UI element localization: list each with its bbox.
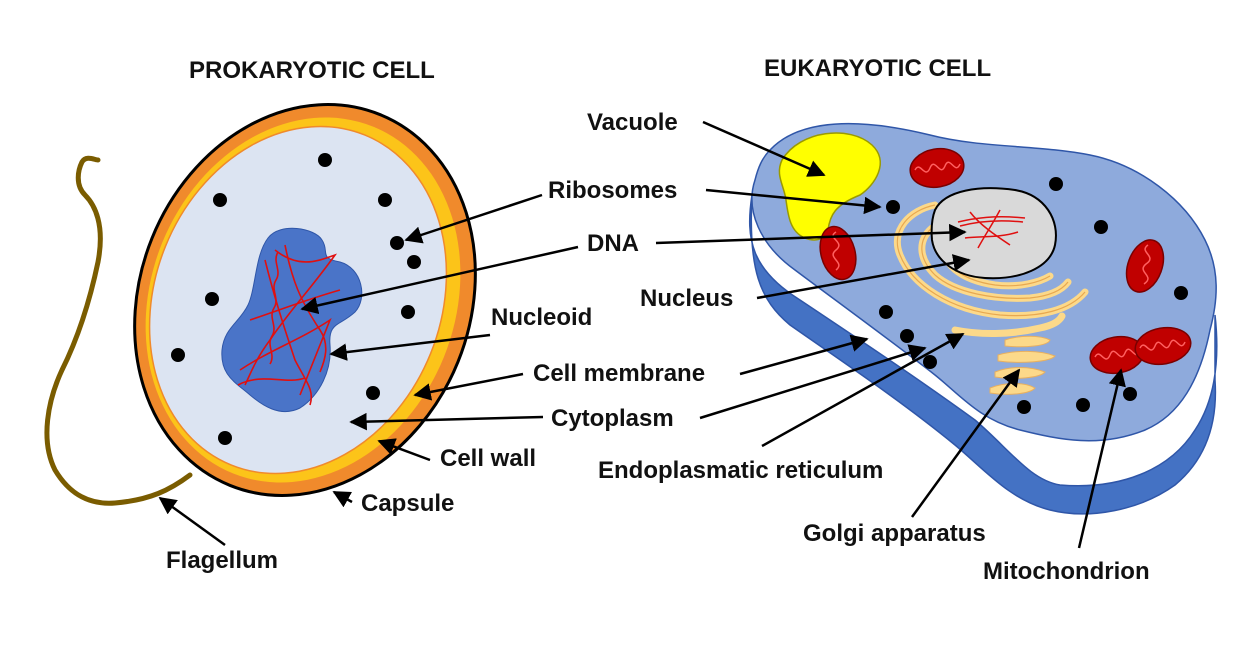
dna-prokaryotic (237, 244, 341, 406)
label-dna: DNA (587, 230, 639, 257)
label-vacuole: Vacuole (587, 109, 678, 136)
nucleoid (221, 227, 363, 413)
vacuole (778, 132, 881, 241)
mitochondrion (909, 147, 965, 189)
mitochondria (819, 147, 1192, 375)
mitochondrion (1125, 239, 1165, 293)
ribosomes-eukaryotic (879, 177, 1188, 414)
eukaryotic-cell-side (749, 194, 1218, 515)
mitochondrion (1134, 326, 1192, 366)
diagram-text: PROKARYOTIC CELL EUKARYOTIC CELL Vacuole… (166, 55, 1150, 585)
label-nucleoid: Nucleoid (491, 304, 592, 331)
label-mitochondrion: Mitochondrion (983, 558, 1150, 585)
label-capsule: Capsule (361, 490, 454, 517)
flagellum (44, 155, 193, 506)
label-arrows (158, 120, 1126, 549)
eukaryotic-title: EUKARYOTIC CELL (764, 55, 991, 82)
label-flagellum: Flagellum (166, 547, 278, 574)
prokaryotic-title: PROKARYOTIC CELL (189, 57, 435, 84)
label-cell-membrane: Cell membrane (533, 360, 705, 387)
label-endoplasmatic-reticulum: Endoplasmatic reticulum (598, 457, 883, 484)
label-cytoplasm: Cytoplasm (551, 405, 674, 432)
label-cell-wall: Cell wall (440, 445, 536, 472)
label-nucleus: Nucleus (640, 285, 733, 312)
eukaryotic-cell (749, 122, 1218, 515)
label-ribosomes: Ribosomes (548, 177, 677, 204)
ribosomes-prokaryotic (171, 153, 421, 445)
mitochondrion (819, 225, 857, 281)
label-golgi-apparatus: Golgi apparatus (803, 520, 986, 547)
prokaryotic-cell (44, 103, 477, 506)
